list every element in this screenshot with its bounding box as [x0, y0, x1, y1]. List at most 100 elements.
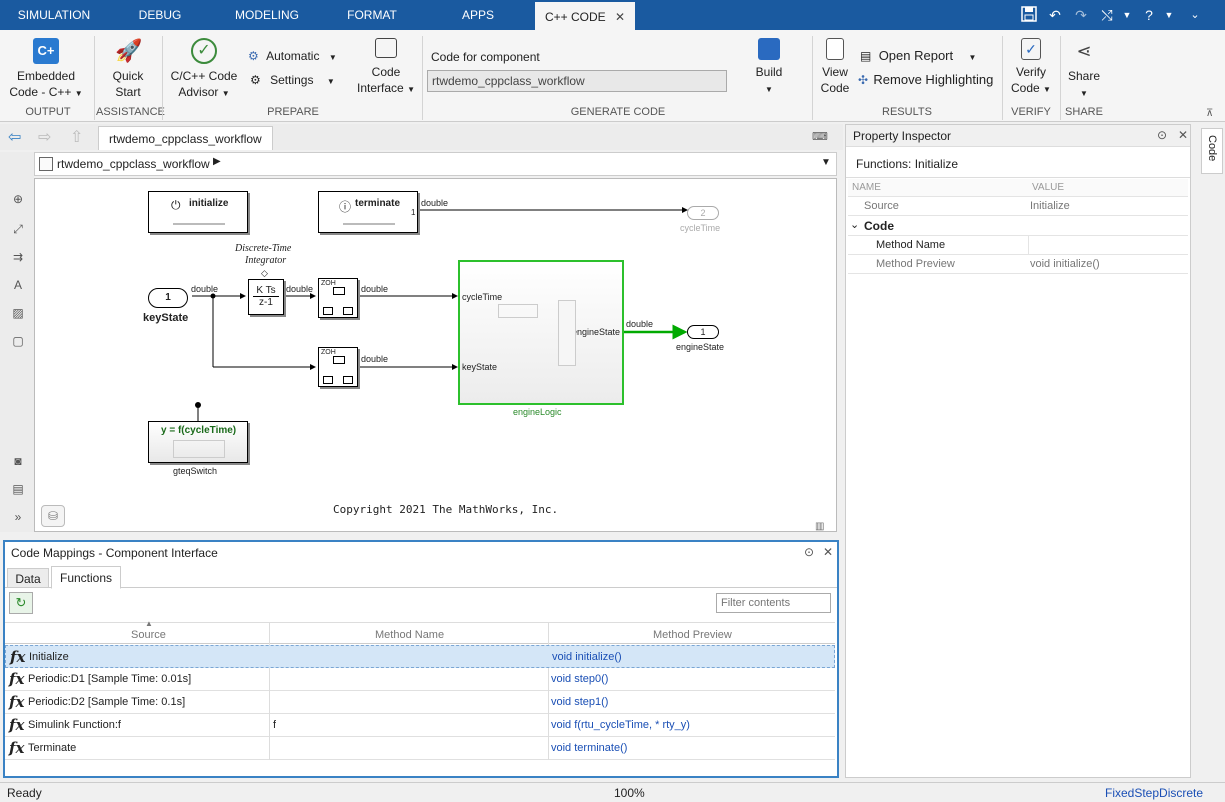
tab-format[interactable]: FORMAT — [347, 8, 397, 22]
property-inspector: Property Inspector ⊙ ✕ Functions: Initia… — [845, 124, 1191, 778]
forward-arrow-icon[interactable]: ⇨ — [38, 129, 52, 146]
panel-icon[interactable]: ▥ — [815, 521, 825, 532]
inspector-subtitle: Functions: Initialize — [856, 157, 959, 171]
refresh-icon[interactable]: ↻ — [9, 592, 33, 614]
help-icon[interactable]: ? — [1145, 7, 1153, 23]
undo-icon[interactable]: ↶ — [1049, 7, 1061, 23]
view-code-button[interactable]: View Code — [816, 38, 854, 96]
integrator-block[interactable]: K Ts z-1 — [248, 279, 284, 315]
model-tab[interactable]: rtwdemo_cppclass_workflow — [98, 126, 273, 150]
row-method-name[interactable]: f — [273, 719, 277, 731]
database-icon[interactable]: ⛁ — [41, 505, 65, 527]
tab-simulation[interactable]: SIMULATION — [17, 8, 91, 22]
model-canvas[interactable]: ⏻ initialize ⓘ terminate 1 double 2 cycl… — [34, 178, 837, 532]
close-icon[interactable]: ✕ — [614, 10, 626, 24]
share-label: Share — [1067, 69, 1101, 83]
initialize-block[interactable]: ⏻ initialize — [148, 191, 248, 233]
redo-icon[interactable]: ↷ — [1075, 7, 1087, 23]
divider — [548, 737, 549, 760]
code-advisor-button[interactable]: ✓ C/C++ Code Advisor ▼ — [166, 38, 242, 102]
chevron-down-icon[interactable]: ▼ — [821, 157, 831, 168]
inspector-menu-icon[interactable]: ⊙ — [1157, 128, 1168, 142]
simulink-function-block[interactable]: y = f(cycleTime) — [148, 421, 248, 463]
inspector-group-code[interactable]: ⌄ Code — [848, 216, 1188, 236]
build-icon — [758, 38, 780, 60]
area-icon[interactable]: ▢ — [12, 334, 24, 348]
section-output: OUTPUT — [25, 106, 71, 118]
collapse-ribbon-icon[interactable]: ⌄ — [1190, 9, 1200, 21]
report-icon[interactable]: ▤ — [12, 482, 24, 496]
up-arrow-icon[interactable]: ⇧ — [70, 129, 84, 146]
tab-modeling[interactable]: MODELING — [234, 8, 299, 22]
canvas-toolbar: ⊕ ⤢ ⇉ A ▨ ▢ ◙ ▤ » — [0, 152, 34, 532]
zoom-icon[interactable]: ⊕ — [12, 192, 24, 206]
enginelogic-subsystem[interactable]: cycleTime keyState engineState — [458, 260, 624, 405]
breadcrumb-model[interactable]: rtwdemo_cppclass_workflow — [57, 157, 210, 171]
tab-apps[interactable]: APPS — [461, 8, 494, 22]
close-icon[interactable]: ✕ — [823, 545, 834, 559]
help-chevron-down-icon[interactable]: ▼ — [1164, 10, 1174, 20]
column-method-name[interactable]: Method Name — [375, 629, 445, 641]
row-method-preview[interactable]: void step1() — [551, 696, 609, 708]
code-side-tab[interactable]: Code — [1201, 128, 1223, 174]
column-source[interactable]: Source — [131, 629, 166, 641]
enginestate-outport[interactable]: 1 — [687, 325, 719, 339]
divider — [94, 36, 95, 120]
settings-dropdown[interactable]: ⚙ Settings ▼ — [250, 72, 346, 90]
remove-highlighting-button[interactable]: ✣ Remove Highlighting — [858, 72, 998, 88]
back-arrow-icon[interactable]: ⇦ — [8, 129, 22, 146]
expand-icon[interactable]: » — [14, 510, 22, 524]
status-bar: Ready 100% FixedStepDiscrete — [0, 782, 1225, 802]
panel-menu-icon[interactable]: ⊙ — [804, 545, 815, 559]
chevron-down-icon[interactable]: ▼ — [1122, 10, 1132, 20]
row-method-preview[interactable]: void f(rtu_cycleTime, * rty_y) — [551, 719, 690, 731]
zoh-block-2[interactable]: ZOH — [318, 347, 358, 387]
keyboard-icon[interactable]: ⌨ — [812, 131, 828, 143]
terminate-block[interactable]: ⓘ terminate 1 — [318, 191, 418, 233]
filter-input[interactable] — [716, 593, 831, 613]
annotation-icon[interactable]: A — [13, 278, 22, 292]
inspector-title: Property Inspector — [853, 129, 952, 143]
chevron-down-icon: ⌄ — [850, 219, 860, 231]
cycletime-outport[interactable]: 2 — [687, 206, 719, 220]
row-method-preview[interactable]: void initialize() — [552, 651, 622, 663]
quick-access-icon[interactable]: ⤭ — [1101, 7, 1113, 23]
side-panel-strip: Code — [1199, 124, 1225, 778]
fit-view-icon[interactable]: ⤢ — [13, 222, 23, 236]
automatic-dropdown[interactable]: ⚙ Automatic ▼ — [248, 48, 348, 66]
row-method-preview[interactable]: void terminate() — [551, 742, 628, 754]
embedded-code-button[interactable]: C+ Embedded Code - C++ ▼ — [6, 38, 86, 102]
tab-data[interactable]: Data — [7, 568, 49, 588]
camera-icon[interactable]: ◙ — [14, 454, 22, 468]
solver-link[interactable]: FixedStepDiscrete — [1105, 786, 1204, 800]
zoh-block-1[interactable]: ZOH — [318, 278, 358, 318]
build-button[interactable]: Build ▼ — [746, 38, 792, 98]
quick-start-button[interactable]: 🚀 Quick Start — [100, 38, 156, 100]
chevron-right-icon[interactable]: ▶ — [213, 156, 221, 167]
save-icon[interactable] — [1020, 6, 1038, 24]
tab-functions[interactable]: Functions — [51, 566, 121, 589]
table-row[interactable]: fx Periodic:D2 [Sample Time: 0.1s] void … — [5, 691, 835, 714]
chevron-down-icon: ▼ — [407, 85, 415, 94]
column-method-preview[interactable]: Method Preview — [653, 629, 732, 641]
verify-code-button[interactable]: ✓ Verify Code ▼ — [1006, 38, 1056, 98]
table-row[interactable]: fx Periodic:D1 [Sample Time: 0.01s] void… — [5, 668, 835, 691]
arrange-icon[interactable]: ⇉ — [12, 250, 24, 264]
open-report-button[interactable]: ▤ Open Report ▼ — [860, 48, 980, 66]
tab-debug[interactable]: DEBUG — [138, 8, 182, 22]
row-method-preview[interactable]: void step0() — [551, 673, 609, 685]
code-side-tab-label: Code — [1206, 135, 1218, 162]
tab-cpp-code-label: C++ CODE — [544, 10, 606, 24]
component-field[interactable]: rtwdemo_cppclass_workflow — [427, 70, 727, 92]
table-row[interactable]: fx Terminate void terminate() — [5, 737, 835, 760]
table-row[interactable]: fx Initialize void initialize() — [5, 645, 835, 668]
share-button[interactable]: ⋖ Share ▼ — [1064, 38, 1104, 102]
keystate-inport[interactable]: 1 — [148, 288, 188, 308]
pin-icon[interactable]: ⊼ — [1206, 108, 1214, 119]
tab-cpp-code[interactable]: C++ CODE ✕ — [535, 0, 635, 30]
table-row[interactable]: fx Simulink Function:f f void f(rtu_cycl… — [5, 714, 835, 737]
mapping-table-header: ▲ Source Method Name Method Preview — [5, 619, 835, 645]
code-interface-button[interactable]: Code Interface ▼ — [352, 38, 420, 98]
image-icon[interactable]: ▨ — [12, 306, 24, 320]
close-icon[interactable]: ✕ — [1178, 128, 1189, 142]
